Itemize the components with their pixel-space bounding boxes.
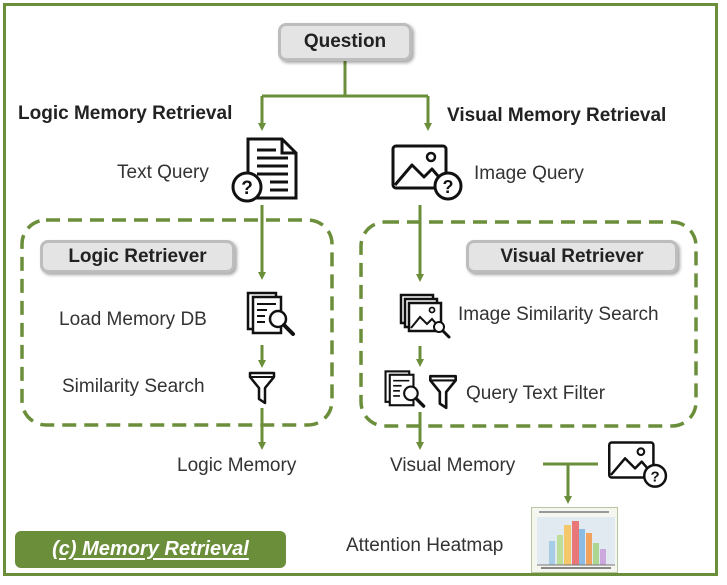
attention-heatmap-label: Attention Heatmap [346, 535, 504, 556]
visual-retriever-pill: Visual Retriever [466, 240, 678, 273]
image-query-icon: ? [608, 441, 668, 488]
visual-retriever-title: Visual Retriever [500, 245, 644, 267]
text-query-label: Text Query [117, 162, 209, 183]
svg-text:?: ? [443, 177, 454, 197]
question-pill: Question [278, 23, 412, 61]
svg-text:?: ? [650, 469, 659, 486]
svg-text:?: ? [241, 178, 253, 199]
panel-tag: (c) Memory Retrieval [15, 531, 286, 568]
filter-funnel-icon [429, 374, 457, 410]
document-search-icon [384, 370, 426, 408]
panel-tag-label: (c) Memory Retrieval [52, 538, 249, 560]
image-query-icon: ? [391, 144, 463, 201]
visual-branch-title: Visual Memory Retrieval [447, 105, 667, 126]
document-search-icon [246, 291, 295, 336]
similarity-search-label: Similarity Search [62, 376, 205, 397]
query-text-filter-label: Query Text Filter [466, 383, 606, 404]
diagram-frame [3, 3, 718, 576]
question-label: Question [303, 31, 387, 52]
logic-retriever-pill: Logic Retriever [40, 240, 235, 273]
filter-funnel-icon [248, 371, 276, 405]
image-stack-search-icon [399, 293, 451, 339]
image-similarity-search-label: Image Similarity Search [458, 304, 659, 325]
logic-retriever-box [20, 218, 334, 427]
logic-retriever-title: Logic Retriever [68, 245, 207, 267]
visual-memory-label: Visual Memory [390, 455, 516, 476]
text-document-query-icon: ? [231, 137, 298, 203]
logic-memory-label: Logic Memory [177, 455, 297, 476]
heatmap-chart-thumbnail [531, 507, 618, 573]
logic-branch-title: Logic Memory Retrieval [18, 103, 233, 124]
load-memory-db-label: Load Memory DB [59, 309, 207, 330]
visual-retriever-box [359, 220, 698, 428]
image-query-label: Image Query [474, 163, 584, 184]
